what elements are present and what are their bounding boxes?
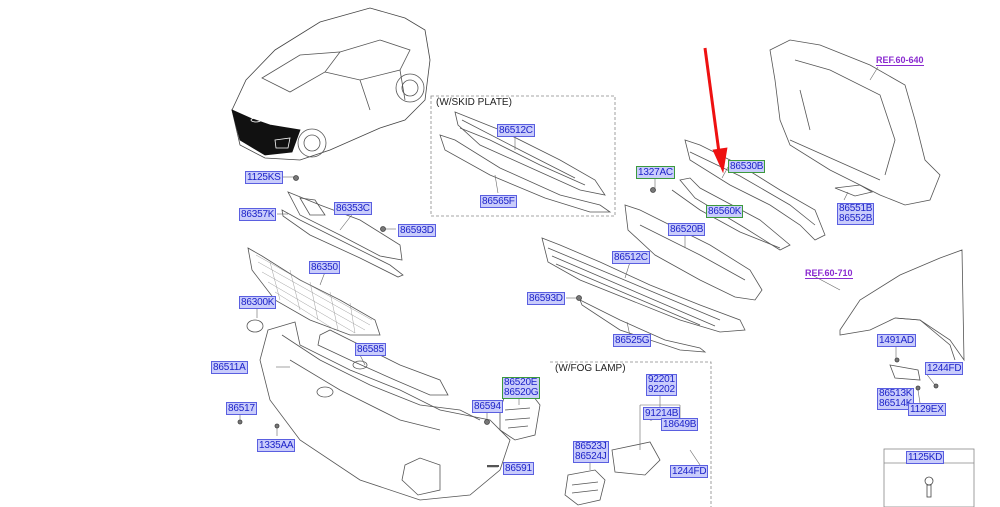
part-label-92201-92202[interactable]: 92201 92202 <box>646 374 677 396</box>
part-label-86512C-skid[interactable]: 86512C <box>497 124 535 137</box>
part-number-86552B: 86552B <box>839 213 873 224</box>
part-label-1244FD-fog[interactable]: 1244FD <box>670 465 709 478</box>
skid-plate-group-box <box>430 95 616 217</box>
fog-lamp-caption: (W/FOG LAMP) <box>555 363 626 374</box>
part-label-1244FD-fender[interactable]: 1244FD <box>925 362 964 375</box>
part-number-92201: 92201 <box>648 374 675 385</box>
part-number-86520E: 86520E <box>504 377 538 388</box>
vehicle-illustration <box>231 7 431 161</box>
part-label-1327AC[interactable]: 1327AC <box>636 166 675 179</box>
part-label-86594[interactable]: 86594 <box>472 400 503 413</box>
ref-60-710-link[interactable]: REF.60-710 <box>805 268 853 279</box>
part-label-86353C[interactable]: 86353C <box>334 202 372 215</box>
part-label-86511A[interactable]: 86511A <box>211 361 248 374</box>
part-label-86350[interactable]: 86350 <box>309 261 340 274</box>
part-label-86551B-86552B[interactable]: 86551B 86552B <box>837 203 875 225</box>
part-number-86523J: 86523J <box>575 441 607 452</box>
part-label-86565F[interactable]: 86565F <box>480 195 517 208</box>
part-label-86520B[interactable]: 86520B <box>668 223 706 236</box>
part-label-1125KS[interactable]: 1125KS <box>245 171 283 184</box>
part-number-86520G: 86520G <box>504 387 539 398</box>
bolt-icon <box>924 476 934 498</box>
part-label-86520E-86520G[interactable]: 86520E 86520G <box>502 377 541 399</box>
part-number-86513K: 86513K <box>879 388 913 399</box>
part-label-86560K[interactable]: 86560K <box>706 205 744 218</box>
part-label-1335AA[interactable]: 1335AA <box>257 439 296 452</box>
part-label-86357K[interactable]: 86357K <box>239 208 277 221</box>
part-label-86585[interactable]: 86585 <box>355 343 386 356</box>
part-label-86593D-upper[interactable]: 86593D <box>398 224 436 237</box>
part-label-1491AD[interactable]: 1491AD <box>877 334 916 347</box>
skid-plate-caption: (W/SKID PLATE) <box>436 97 512 108</box>
part-label-86530B[interactable]: 86530B <box>728 160 766 173</box>
part-label-86512C[interactable]: 86512C <box>612 251 650 264</box>
part-label-86525G[interactable]: 86525G <box>613 334 652 347</box>
part-number-92202: 92202 <box>648 384 675 395</box>
part-number-86551B: 86551B <box>839 203 873 214</box>
part-number-86524J: 86524J <box>575 451 607 462</box>
part-label-86591[interactable]: 86591 <box>503 462 534 475</box>
part-label-86513K-86514K[interactable]: 86513K 86514K <box>877 388 915 410</box>
part-number-86514K: 86514K <box>879 398 913 409</box>
ref-60-640-link[interactable]: REF.60-640 <box>876 55 924 66</box>
red-arrow-annotation <box>703 47 728 174</box>
part-label-86517[interactable]: 86517 <box>226 402 257 415</box>
fog-lamp-group-box <box>550 361 712 507</box>
part-label-86300K[interactable]: 86300K <box>239 296 277 309</box>
part-label-86593D-lower[interactable]: 86593D <box>527 292 565 305</box>
part-label-1129EX[interactable]: 1129EX <box>908 403 946 416</box>
part-label-86523J-86524J[interactable]: 86523J 86524J <box>573 441 609 463</box>
part-label-1125KD[interactable]: 1125KD <box>906 451 945 464</box>
part-label-18649B[interactable]: 18649B <box>661 418 699 431</box>
